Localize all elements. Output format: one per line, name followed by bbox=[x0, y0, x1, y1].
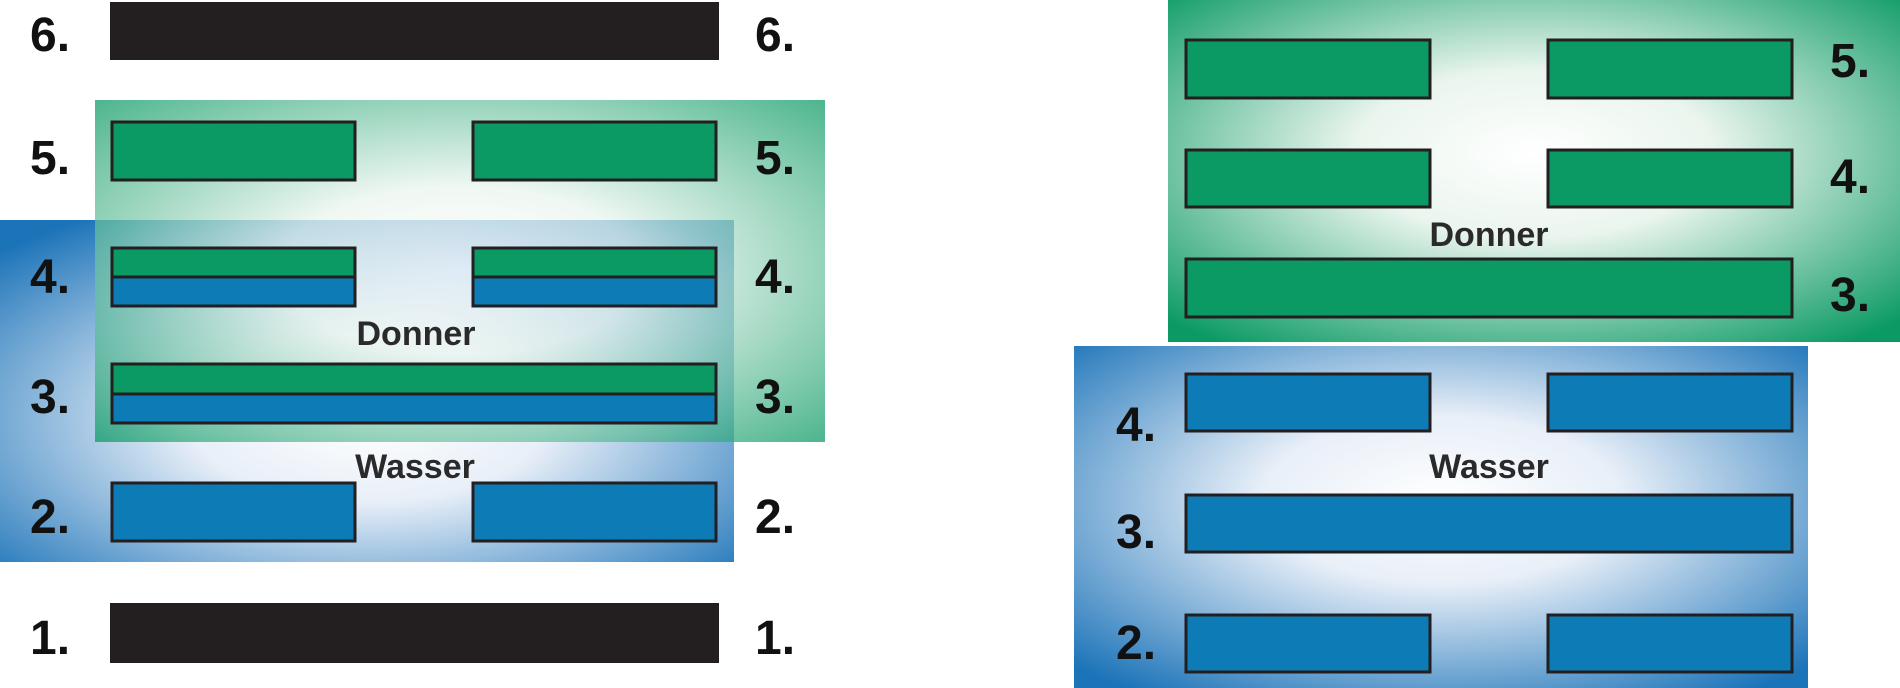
left-line-3-green bbox=[110, 362, 718, 396]
left-diagram: Donner Wasser 6. 5. 4. 3. 2. 1. 6. 5. 4.… bbox=[0, 2, 825, 665]
left-label-2-b: 2. bbox=[755, 491, 795, 544]
left-label-1-a: 1. bbox=[30, 612, 70, 665]
right-lower-line-2-segment-b bbox=[1546, 613, 1794, 674]
left-line-5-segment-b bbox=[471, 120, 718, 182]
right-upper-line-4-segment-b bbox=[1546, 148, 1794, 209]
left-label-5-a: 5. bbox=[30, 132, 70, 185]
right-upper-line-5-segment-a bbox=[1184, 38, 1432, 100]
right-lower-line-4-segment-b bbox=[1546, 372, 1794, 433]
right-lower-label-2: 2. bbox=[1116, 617, 1156, 670]
right-upper-label-5: 5. bbox=[1830, 35, 1870, 88]
left-label-3-b: 3. bbox=[755, 371, 795, 424]
right-upper-label-3: 3. bbox=[1830, 269, 1870, 322]
right-lower-line-3-solid bbox=[1184, 493, 1794, 554]
left-line-3-blue bbox=[110, 392, 718, 425]
left-label-3-a: 3. bbox=[30, 371, 70, 424]
left-line-4-segment-a-blue bbox=[110, 275, 357, 308]
left-wasser-label: Wasser bbox=[355, 448, 475, 486]
left-label-6-b: 6. bbox=[755, 9, 795, 62]
right-upper-line-3-solid bbox=[1184, 257, 1794, 319]
left-label-4-a: 4. bbox=[30, 251, 70, 304]
right-lower-label-3: 3. bbox=[1116, 506, 1156, 559]
left-line-4-segment-b-blue bbox=[471, 275, 718, 308]
right-donner-label: Donner bbox=[1430, 216, 1549, 254]
right-lower-line-2-segment-a bbox=[1184, 613, 1432, 674]
right-upper-label-4: 4. bbox=[1830, 151, 1870, 204]
left-line-4-segment-b-green bbox=[471, 246, 718, 279]
right-upper-line-5-segment-b bbox=[1546, 38, 1794, 100]
left-label-2-a: 2. bbox=[30, 491, 70, 544]
left-donner-label: Donner bbox=[357, 315, 476, 353]
right-diagram: Donner Wasser 5. 4. 3. 4. 3. 2. bbox=[1074, 0, 1900, 688]
right-wasser-label: Wasser bbox=[1429, 448, 1549, 486]
left-line-2-segment-b bbox=[471, 481, 718, 543]
left-line-5-segment-a bbox=[110, 120, 357, 182]
left-label-5-b: 5. bbox=[755, 132, 795, 185]
left-line-6-solid bbox=[110, 2, 719, 60]
left-line-2-segment-a bbox=[110, 481, 357, 543]
right-lower-label-4: 4. bbox=[1116, 399, 1156, 452]
left-label-1-b: 1. bbox=[755, 612, 795, 665]
right-upper-line-4-segment-a bbox=[1184, 148, 1432, 209]
left-line-1-solid bbox=[110, 603, 719, 663]
right-lower-line-4-segment-a bbox=[1184, 372, 1432, 433]
left-label-6-a: 6. bbox=[30, 9, 70, 62]
left-line-4-segment-a-green bbox=[110, 246, 357, 279]
left-label-4-b: 4. bbox=[755, 251, 795, 304]
